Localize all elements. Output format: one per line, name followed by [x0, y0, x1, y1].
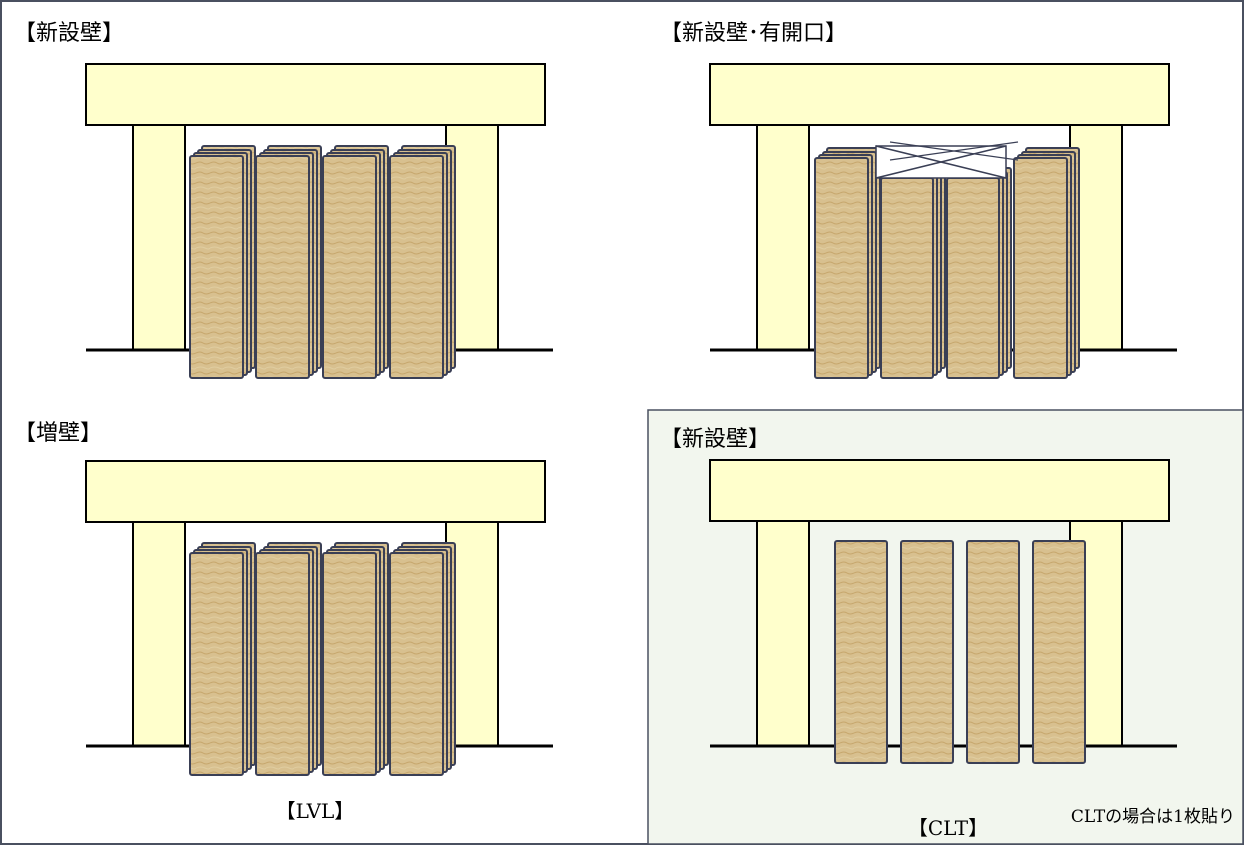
beam	[85, 460, 546, 523]
beam	[709, 63, 1170, 126]
wood-board	[814, 157, 869, 379]
panel-added-wall: 【増壁】 【LVL】	[14, 421, 553, 823]
panel-title: 【新設壁】	[660, 427, 770, 452]
wood-board	[946, 177, 1000, 379]
beam	[709, 459, 1170, 522]
column-left	[132, 521, 186, 747]
wood-board	[189, 552, 244, 776]
column-left	[756, 124, 810, 351]
wood-board	[322, 155, 377, 379]
panel-title: 【新設壁･有開口】	[660, 21, 847, 46]
caption-clt: 【CLT】	[908, 816, 988, 840]
wood-board	[900, 540, 954, 764]
structural-frame	[85, 63, 553, 352]
column-left	[132, 124, 186, 351]
wood-board	[966, 540, 1020, 764]
wood-board	[1032, 540, 1086, 764]
panel-new-wall: 【新設壁】	[14, 21, 553, 379]
note-single-ply: CLTの場合は1枚貼り	[1071, 807, 1235, 827]
beam	[85, 63, 546, 126]
panel-title: 【新設壁】	[14, 21, 124, 46]
wood-board	[189, 155, 244, 379]
wood-board	[880, 177, 934, 379]
opening-symbol	[875, 141, 1019, 179]
panel-new-wall-with-opening: 【新設壁･有開口】	[660, 21, 1177, 379]
wood-board	[1013, 157, 1068, 379]
wood-board	[389, 155, 444, 379]
structural-frame	[709, 459, 1177, 748]
wood-board	[255, 155, 310, 379]
wood-board	[834, 540, 888, 764]
caption-lvl: 【LVL】	[276, 799, 355, 823]
panel-new-wall-clt: 【新設壁】 【CLT】 CLTの場合は1枚貼り	[660, 427, 1235, 840]
wood-board	[322, 552, 377, 776]
column-left	[756, 520, 810, 747]
panel-title: 【増壁】	[14, 421, 102, 446]
wood-board	[255, 552, 310, 776]
wood-board	[389, 552, 444, 776]
